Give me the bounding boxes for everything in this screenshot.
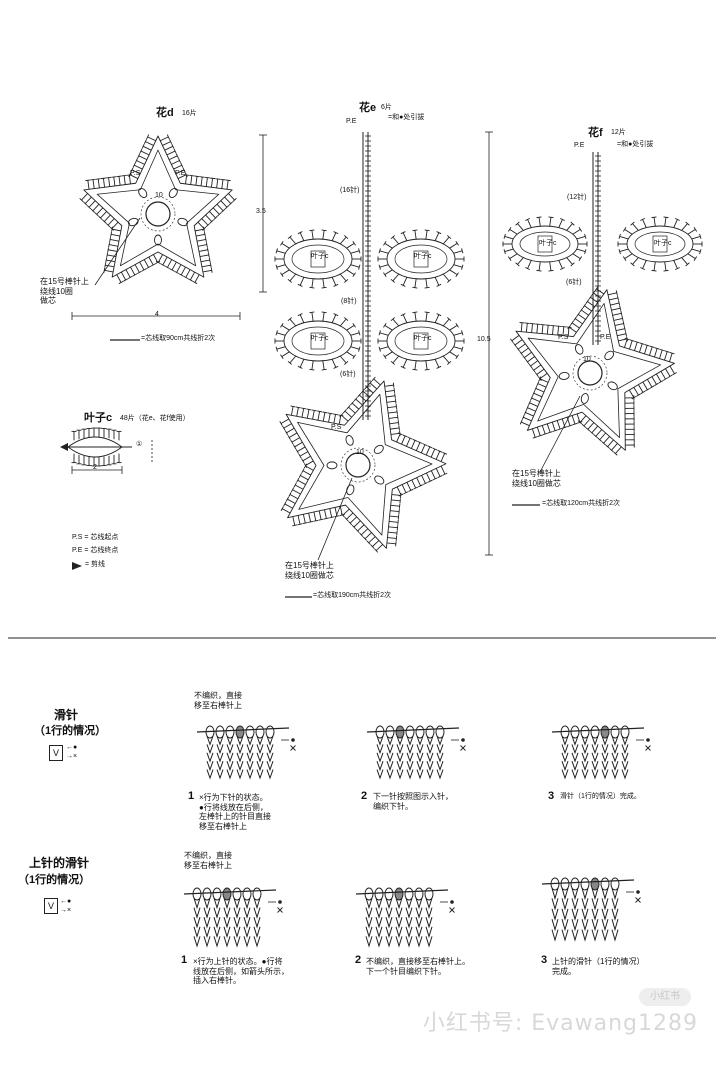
slip-stitch-step2-text: 下一针按照图示入针， 编织下针。 [373,792,453,811]
purl-slip-stitch-subtitle: （1行的情况） [18,874,91,886]
flower-e-note-pointer [317,477,353,561]
flower-f-pe-label: P.E [574,142,585,149]
flower-e-note: 在15号棒针上 绕线10圈做芯 [285,561,334,580]
flower-f-chart [502,152,703,456]
flower-e-title: 花e [359,102,377,114]
flower-e-leaf-label-3: 叶子c [311,335,329,342]
purl-slip-stitch-step1-callout: 不编织，直接 移至右棒针上 [184,851,232,870]
flower-e-core-line: =芯线取190cm共线折2次 [313,592,391,599]
knitting-illustrations-canvas [183,725,651,948]
cut-symbol [72,562,82,570]
purl-slip-stitch-step1-num: 1 [181,954,188,966]
purl-slip-stitch-symbol: V [44,898,58,914]
flower-e-leaf-label-1: 叶子c [311,253,329,260]
slip-stitch-step2-num: 2 [361,790,368,802]
flower-f-count: 12片 [611,129,626,136]
flower-d-note-pointer [94,217,141,286]
legend-pe: P.E = 芯线终点 [72,547,119,554]
leaf-c-arrow-label: ① [136,441,143,448]
flower-f-title: 花f [588,127,603,139]
flower-d-ps-label: P.S [130,170,141,177]
purl-slip-stitch-step3-text: 上针的滑针（1行的情况） 完成。 [552,957,645,976]
purl-slip-stitch-step2-text: 不编织，直接移至右棒针上。 下一个针目编织下针。 [366,957,470,976]
slip-stitch-step3-num: 3 [548,790,555,802]
purl-slip-stitch-step3-num: 3 [541,954,548,966]
slip-stitch-mark-dot: ←● [66,744,78,751]
flower-d-width-label: 4 [155,311,159,318]
flower-f-pe2-label: P.E [600,334,611,341]
flower-d-pe-label: P.E [175,170,186,177]
flower-e-leaf-label-2: 叶子c [414,253,432,260]
purl-slip-stitch-mark-cross: →× [60,907,72,914]
leaf-c-count: 48片（花e、花f使用） [120,415,190,422]
flower-f-join-note: =和●处引拔 [617,141,654,148]
flower-f-leaf-label-1: 叶子c [539,240,557,247]
slip-stitch-step1-text: ×行为下针的状态。 ●行将线放在后侧， 左棒针上的针目直接 移至右棒针上 [199,793,271,831]
flower-d-dimensions [71,134,267,320]
flower-f-center-label: 10 [583,356,591,363]
flower-e-dimension [485,131,493,556]
flower-e-center-label: 10 [356,449,364,456]
crochet-charts-canvas [8,131,716,639]
flower-e-height-label: 10.5 [477,336,491,343]
flower-f-stitch-6: (6针) [566,279,582,286]
flower-e-chart [274,132,465,553]
slip-stitch-subtitle: （1行的情况） [34,725,107,737]
slip-stitch-step1-num: 1 [188,790,195,802]
purl-slip-stitch-title: 上针的滑针 [29,856,90,870]
flower-d-note: 在15号棒针上 绕线10圈 做芯 [40,277,89,306]
legend-ps: P.S = 芯线起点 [72,534,119,541]
legend-cut: = 剪线 [85,561,106,568]
slip-stitch-step3-text: 滑针（1行的情况）完成。 [560,793,641,800]
purl-slip-stitch-step2-num: 2 [355,954,362,966]
flower-d-chart [79,134,237,285]
flower-e-ps-label: P.S [331,424,342,431]
flower-d-core-line: =芯线取90cm共线折2次 [141,335,216,342]
flower-f-leaf-label-2: 叶子c [654,240,672,247]
flower-e-stitch-6: (6针) [340,371,356,378]
slip-stitch-step1-callout: 不编织，直接 移至右棒针上 [194,691,242,710]
watermark-text: 小红书号: Evawang1289 [422,1011,698,1036]
flower-e-count: 6片 [381,104,392,111]
leaf-c-width-label: 2 [93,464,97,471]
leaf-c-title: 叶子c [84,412,113,424]
flower-d-center-label: 10 [155,192,163,199]
slip-stitch-mark-cross: →× [66,753,78,760]
flower-e-leaf-label-4: 叶子c [414,335,432,342]
flower-d-title: 花d [156,107,174,119]
flower-f-note-pointer [539,395,581,473]
flower-f-ps-label: P.S [558,334,569,341]
flower-e-join-note: =和●处引拔 [388,114,425,121]
flower-d-height-label: 3.5 [256,208,266,215]
flower-e-stitch-16: (16针) [340,187,360,194]
purl-slip-stitch-step1-text: ×行为上针的状态。●行将 线放在后侧，如箭头所示， 插入右棒针。 [193,957,289,986]
leaf-c-chart [60,427,153,474]
slip-stitch-symbol: V [49,745,63,761]
flower-d-count: 16片 [182,110,197,117]
flower-f-core-line: =芯线取120cm共线折2次 [542,500,620,507]
flower-f-note: 在15号棒针上 绕线10圈做芯 [512,469,561,488]
purl-slip-stitch-mark-dot: ←● [60,898,72,905]
flower-f-stitch-12: (12针) [567,194,587,201]
flower-e-stitch-8: (8针) [341,298,357,305]
slip-stitch-title: 滑针 [54,708,79,722]
xiaohongshu-logo: 小红书 [639,988,691,1006]
flower-e-pe-label: P.E [346,118,357,125]
